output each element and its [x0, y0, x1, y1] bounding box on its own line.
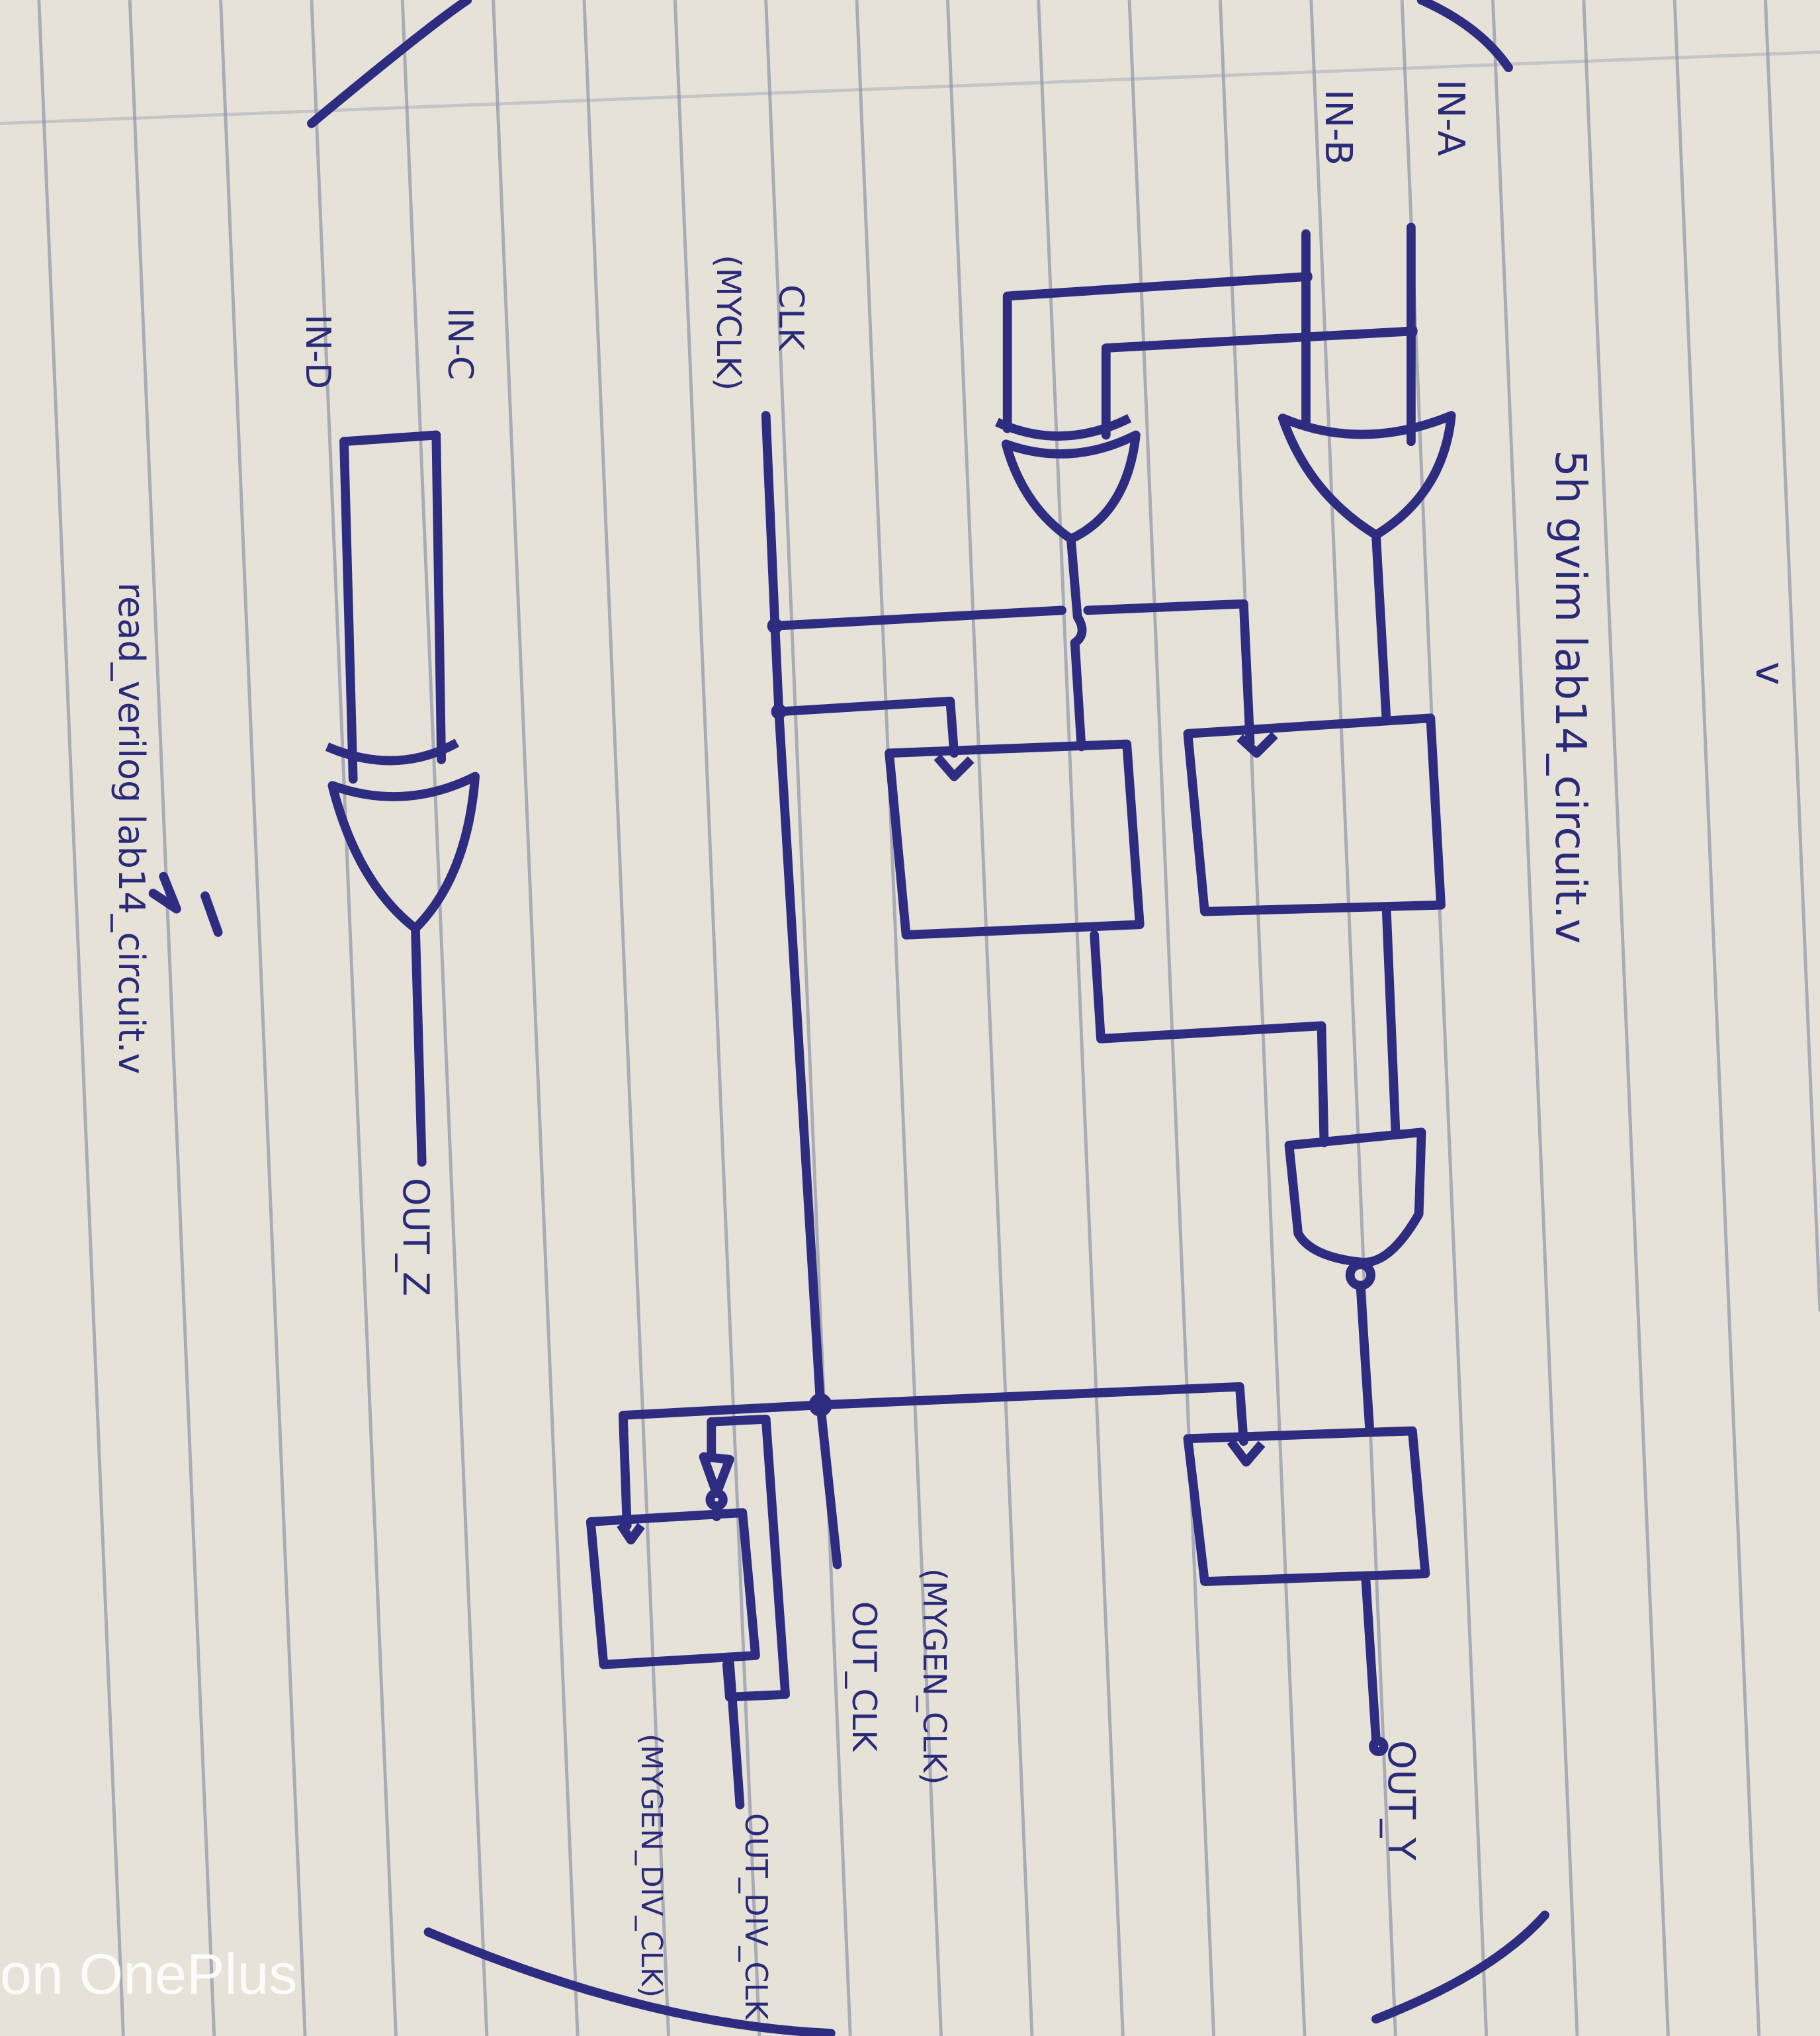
dff-div — [585, 1508, 760, 1669]
xor-gate-1 — [995, 414, 1141, 544]
ff1-to-gate — [1381, 904, 1401, 1135]
nand-to-ff3 — [1356, 1280, 1374, 1433]
or-to-ff1 — [1371, 530, 1391, 726]
div-output — [724, 1657, 745, 1810]
cd-path — [148, 430, 480, 1167]
label-out-div-clk-note: (MYGEN_DIV_CLK) — [634, 1734, 668, 1998]
dff-1 — [1183, 713, 1446, 916]
inputs-ab — [1002, 222, 1418, 447]
ff2-to-gate — [1090, 930, 1329, 1147]
label-out-z: OUT_Z — [395, 1178, 437, 1297]
or-gate — [1278, 411, 1456, 540]
page-title: 5h gvim lab14_circuit.v — [1545, 450, 1594, 944]
ff3-to-out-y — [1361, 1573, 1381, 1745]
label-in-d: IN-D — [298, 314, 337, 390]
border-curve-top — [307, 0, 472, 128]
xor-to-ff2 — [1066, 534, 1087, 752]
dff-2 — [885, 739, 1145, 940]
label-out-div-clk: OUT_DIV_CLK — [738, 1813, 774, 2020]
border-curve-top-right — [1416, 0, 1513, 73]
label-in-b: IN-B — [1317, 89, 1360, 166]
label-out-clk: OUT_CLK — [845, 1601, 883, 1752]
bottom-note: read_verilog lab14_circuit.v — [110, 582, 152, 1075]
label-in-a: IN-A — [1429, 79, 1472, 156]
label-out-clk-note: (MYGEN_CLK) — [916, 1568, 953, 1785]
top-mark: v — [1747, 662, 1793, 686]
label-clk: CLK — [771, 285, 810, 351]
border-curve-bottom — [423, 1910, 1549, 2036]
label-out-y: OUT_Y — [1379, 1740, 1422, 1861]
dff-3 — [1183, 1426, 1430, 1586]
label-clk-note: (MYCLK) — [709, 255, 748, 391]
camera-watermark: on OnePlus — [0, 1943, 298, 2006]
clock-bus — [618, 411, 1255, 1570]
label-in-c: IN-C — [440, 308, 480, 380]
